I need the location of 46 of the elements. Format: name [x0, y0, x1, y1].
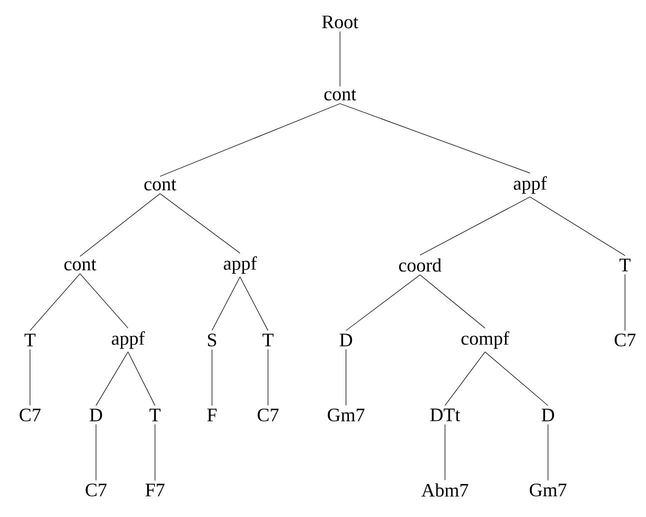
tree-branch — [530, 196, 626, 256]
tree-node-label: appf — [112, 331, 145, 349]
tree-node-label: S — [208, 334, 216, 346]
tree-node-label: D — [340, 334, 352, 346]
tree-node-label: T — [24, 334, 36, 346]
tree-node-label: appf — [514, 176, 547, 194]
tree-branch — [160, 103, 340, 177]
tree-branch — [160, 193, 240, 254]
tree-node-label: C7 — [258, 408, 279, 422]
tree-node-label: T — [150, 408, 160, 422]
tree-node-label: C7 — [86, 484, 107, 496]
tree-node-label: cont — [324, 90, 356, 100]
tree-node-label: appf — [224, 256, 257, 274]
tree-node-label: F7 — [146, 484, 164, 496]
tree-node-label: C7 — [20, 408, 41, 422]
tree-node-label: cont — [64, 260, 96, 270]
tree-branch — [444, 352, 486, 406]
tree-branch — [30, 273, 80, 331]
tree-node-label: C7 — [614, 334, 636, 346]
tree-branch — [96, 352, 128, 406]
tree-node-label: D — [90, 408, 102, 422]
tree-branch — [212, 276, 240, 331]
tree-node-label: cont — [144, 180, 176, 190]
tree-node-label: D — [542, 408, 554, 422]
tree-branch — [484, 352, 548, 406]
tree-node-label: Gm7 — [328, 408, 364, 422]
tree-branch — [346, 274, 420, 331]
tree-branch — [624, 274, 626, 331]
tree-node-label: compf — [461, 331, 510, 349]
tree-branch — [128, 352, 156, 406]
tree-branch — [80, 193, 160, 257]
tree-node-label: F — [207, 408, 217, 422]
tree-node-label: T — [262, 334, 274, 346]
tree-branch — [420, 274, 486, 328]
tree-node-label: T — [620, 258, 630, 272]
tree-branch — [154, 424, 156, 481]
tree-node-label: coord — [399, 258, 442, 272]
tree-branch — [444, 424, 446, 480]
tree-branch — [240, 276, 268, 331]
tree-node-label: DTt — [430, 408, 460, 422]
tree-branch — [420, 196, 530, 256]
tree-branch — [80, 273, 128, 328]
tree-node-label: Root — [322, 16, 358, 28]
tree-node-label: Gm7 — [530, 484, 566, 496]
tree-branch — [340, 103, 530, 174]
tree-node-label: Abm7 — [421, 483, 468, 497]
